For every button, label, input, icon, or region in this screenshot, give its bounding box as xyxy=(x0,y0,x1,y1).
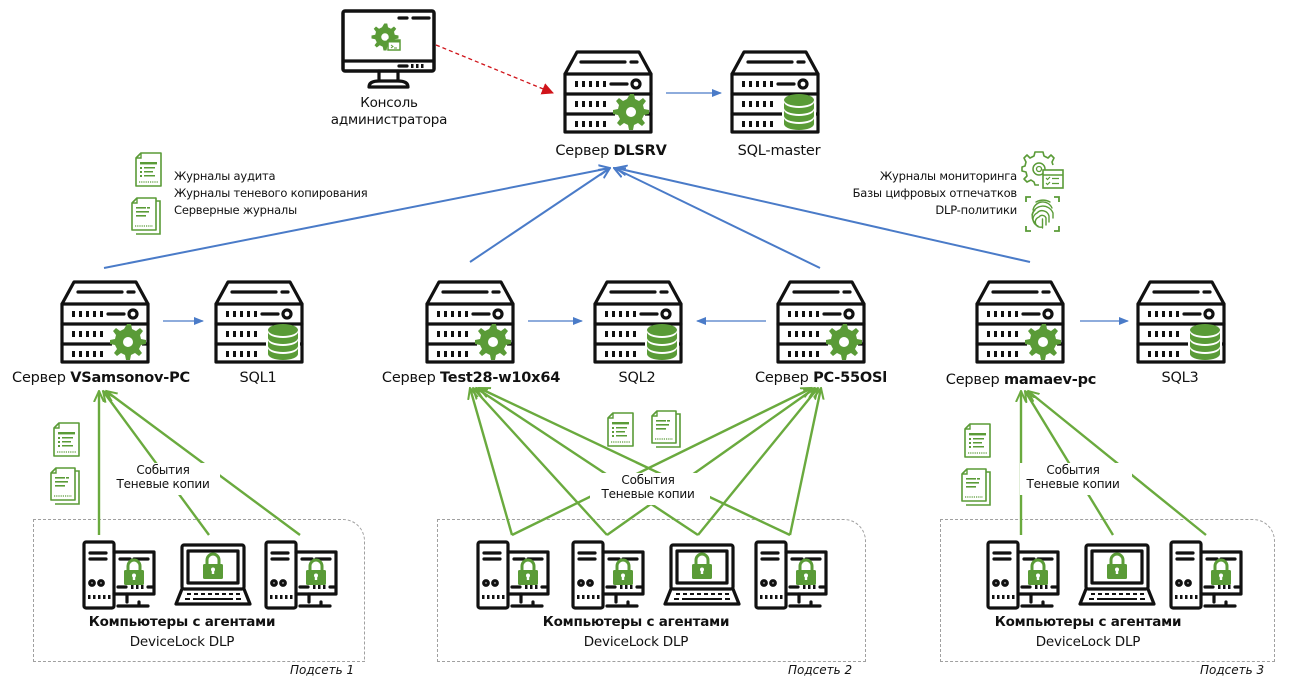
agents-product: DeviceLock DLP xyxy=(583,634,689,650)
pc55osl-server-gear-icon[interactable] xyxy=(778,282,864,362)
sql1-server-database-icon[interactable] xyxy=(216,282,302,362)
agent-desktop-icon[interactable] xyxy=(84,542,154,608)
server-label-mamaev: Сервер mamaev-pc xyxy=(945,372,1097,388)
agent-desktop-icon[interactable] xyxy=(1171,542,1241,608)
audit-log-icon xyxy=(135,152,162,187)
dlsrv-label: Сервер DLSRV xyxy=(555,143,666,159)
agents-product: DeviceLock DLP xyxy=(1035,634,1141,650)
sql-master-server-database-icon[interactable] xyxy=(732,52,818,132)
server-prefix: Сервер xyxy=(945,372,1000,388)
agent-desktop-icon[interactable] xyxy=(266,542,336,608)
server-prefix: Сервер xyxy=(754,370,809,386)
fingerprint-icon xyxy=(1025,196,1060,232)
note-audit-logs: Журналы аудита xyxy=(174,169,276,183)
flow-shadow-copies: Теневые копии xyxy=(1026,477,1120,491)
vsamsonov-to-dlsrv-link xyxy=(103,168,610,269)
subnet-2-agents-label: Компьютеры с агентами DeviceLock DLP xyxy=(542,612,730,652)
server-log-icon xyxy=(651,410,681,448)
test28-server-gear-icon[interactable] xyxy=(427,282,513,362)
agent-desktop-icon[interactable] xyxy=(988,542,1058,608)
agents-title: Компьютеры с агентами xyxy=(542,614,730,630)
mamaev-server-gear-icon[interactable] xyxy=(977,282,1063,362)
flow-label-subnet-3: События Теневые копии xyxy=(1026,463,1119,491)
server-prefix: Сервер xyxy=(381,370,436,386)
console-label-line1: Консоль xyxy=(360,95,418,111)
server-name: VSamsonov-PC xyxy=(70,370,190,386)
note-shadow-copy-logs: Журналы теневого копирования xyxy=(174,186,368,200)
flow-events: События xyxy=(1046,463,1100,477)
subnet-2-agent-links xyxy=(470,388,821,537)
sql1-label: SQL1 xyxy=(239,370,277,386)
server-log-icon xyxy=(961,468,991,506)
subnet-3-caption: Подсеть 3 xyxy=(1200,663,1265,677)
flow-events: События xyxy=(621,473,675,487)
flow-shadow-copies: Теневые копии xyxy=(116,477,210,491)
audit-log-icon xyxy=(607,412,634,447)
dlsrv-server-gear-icon[interactable] xyxy=(565,52,651,132)
audit-log-icon xyxy=(53,422,80,457)
server-name: Test28-w10x64 xyxy=(440,370,561,386)
server-log-icon xyxy=(50,467,80,505)
flow-shadow-copies: Теневые копии xyxy=(601,487,695,501)
left-notes-list: Журналы аудита Журналы теневого копирова… xyxy=(174,168,368,219)
console-label-line2: администратора xyxy=(330,112,448,128)
audit-log-icon xyxy=(964,423,991,458)
note-server-logs: Серверные журналы xyxy=(174,203,297,217)
test28-to-dlsrv-link xyxy=(469,168,610,263)
subnet-2-box xyxy=(437,519,866,662)
agents-product: DeviceLock DLP xyxy=(129,634,235,650)
server-name: PC-55OSl xyxy=(813,370,888,386)
flow-label-subnet-1: События Теневые копии xyxy=(116,463,209,491)
note-fingerprint-db: Базы цифровых отпечатков xyxy=(852,186,1018,200)
server-label-pc55osl: Сервер PC-55OSl xyxy=(755,370,887,386)
note-monitoring-logs: Журналы мониторинга xyxy=(879,169,1017,183)
agents-title: Компьютеры с агентами xyxy=(88,614,276,630)
server-name: DLSRV xyxy=(613,143,667,159)
server-name: mamaev-pc xyxy=(1003,372,1097,388)
server-prefix: Сервер xyxy=(555,143,610,159)
subnet-2-caption: Подсеть 2 xyxy=(788,663,853,677)
console-label: Консоль администратора xyxy=(330,95,448,129)
server-prefix: Сервер xyxy=(12,370,66,386)
server-label-vsamsonov: Сервер VSamsonov-PC xyxy=(12,370,190,386)
agent-desktop-icon[interactable] xyxy=(478,542,548,608)
sql2-server-database-icon[interactable] xyxy=(595,282,681,362)
agent-laptop-icon[interactable] xyxy=(176,545,250,604)
monitoring-gear-icon xyxy=(1021,151,1064,189)
vsamsonov-server-gear-icon[interactable] xyxy=(62,282,148,362)
sql-master-label: SQL-master xyxy=(737,143,821,159)
mamaev-to-dlsrv-link xyxy=(616,168,1031,263)
flow-events: События xyxy=(136,463,190,477)
monitor-gear-icon[interactable] xyxy=(341,9,436,89)
subnet-1-agents-label: Компьютеры с агентами DeviceLock DLP xyxy=(88,612,276,652)
agent-laptop-icon[interactable] xyxy=(665,545,739,604)
agents-title: Компьютеры с агентами xyxy=(994,614,1182,630)
agent-laptop-icon[interactable] xyxy=(1080,545,1154,604)
subnet-1-caption: Подсеть 1 xyxy=(290,663,355,677)
sql3-server-database-icon[interactable] xyxy=(1138,282,1224,362)
console-to-dlsrv-link xyxy=(435,44,554,95)
pc55osl-to-dlsrv-link xyxy=(614,168,821,269)
agent-desktop-icon[interactable] xyxy=(573,542,643,608)
subnet-3-agents-label: Компьютеры с агентами DeviceLock DLP xyxy=(994,612,1182,652)
right-notes-list: Журналы мониторинга Базы цифровых отпеча… xyxy=(830,168,1018,219)
sql2-label: SQL2 xyxy=(618,370,656,386)
flow-label-subnet-2: События Теневые копии xyxy=(601,473,694,501)
subnet-3-box xyxy=(940,519,1275,662)
agent-desktop-icon[interactable] xyxy=(756,542,826,608)
note-dlp-policies: DLP-политики xyxy=(935,203,1017,217)
sql3-label: SQL3 xyxy=(1161,370,1199,386)
server-label-test28: Сервер Test28-w10x64 xyxy=(382,370,560,386)
server-log-icon xyxy=(131,197,161,235)
